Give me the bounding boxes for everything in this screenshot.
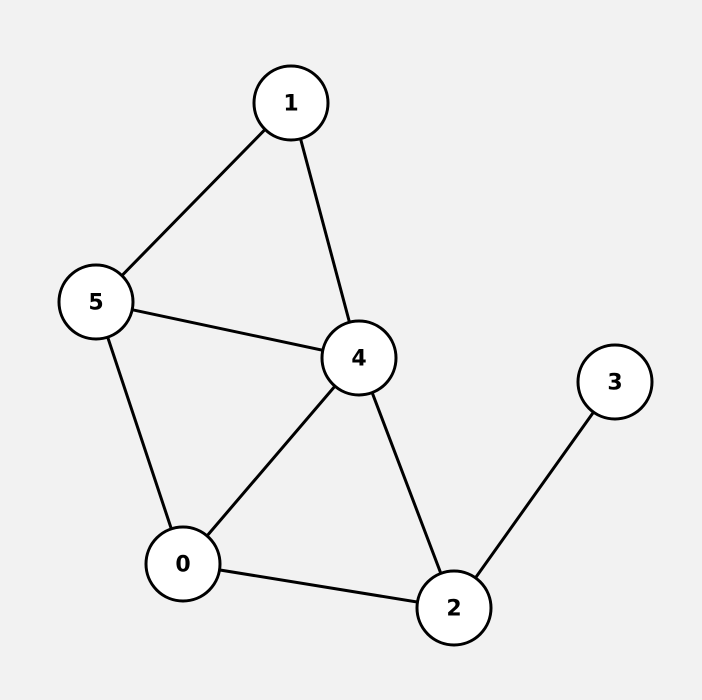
edge-1-5 [94,101,293,304]
node-0-label: 0 [175,553,190,578]
node-3: 3 [576,343,654,421]
node-2: 2 [415,569,493,647]
node-1: 1 [252,64,330,142]
node-1-label: 1 [283,92,298,117]
node-2-circle [415,569,493,647]
edges-layer [94,101,617,610]
edge-2-3 [452,380,617,610]
node-0-circle [144,525,222,603]
node-4-circle [320,319,398,397]
nodes-layer: 1 5 4 3 0 2 [57,64,654,647]
node-4-label: 4 [351,347,366,372]
node-1-circle [252,64,330,142]
edge-5-4 [94,300,361,360]
edge-1-4 [289,101,361,360]
edge-4-0 [181,356,361,566]
node-5: 5 [57,263,135,341]
node-3-label: 3 [607,371,622,396]
node-5-circle [57,263,135,341]
edge-4-2 [357,356,456,610]
edge-0-2 [181,562,456,610]
node-4: 4 [320,319,398,397]
node-0: 0 [144,525,222,603]
node-5-label: 5 [88,291,103,316]
node-2-label: 2 [446,597,461,622]
edge-5-0 [94,300,185,566]
node-3-circle [576,343,654,421]
